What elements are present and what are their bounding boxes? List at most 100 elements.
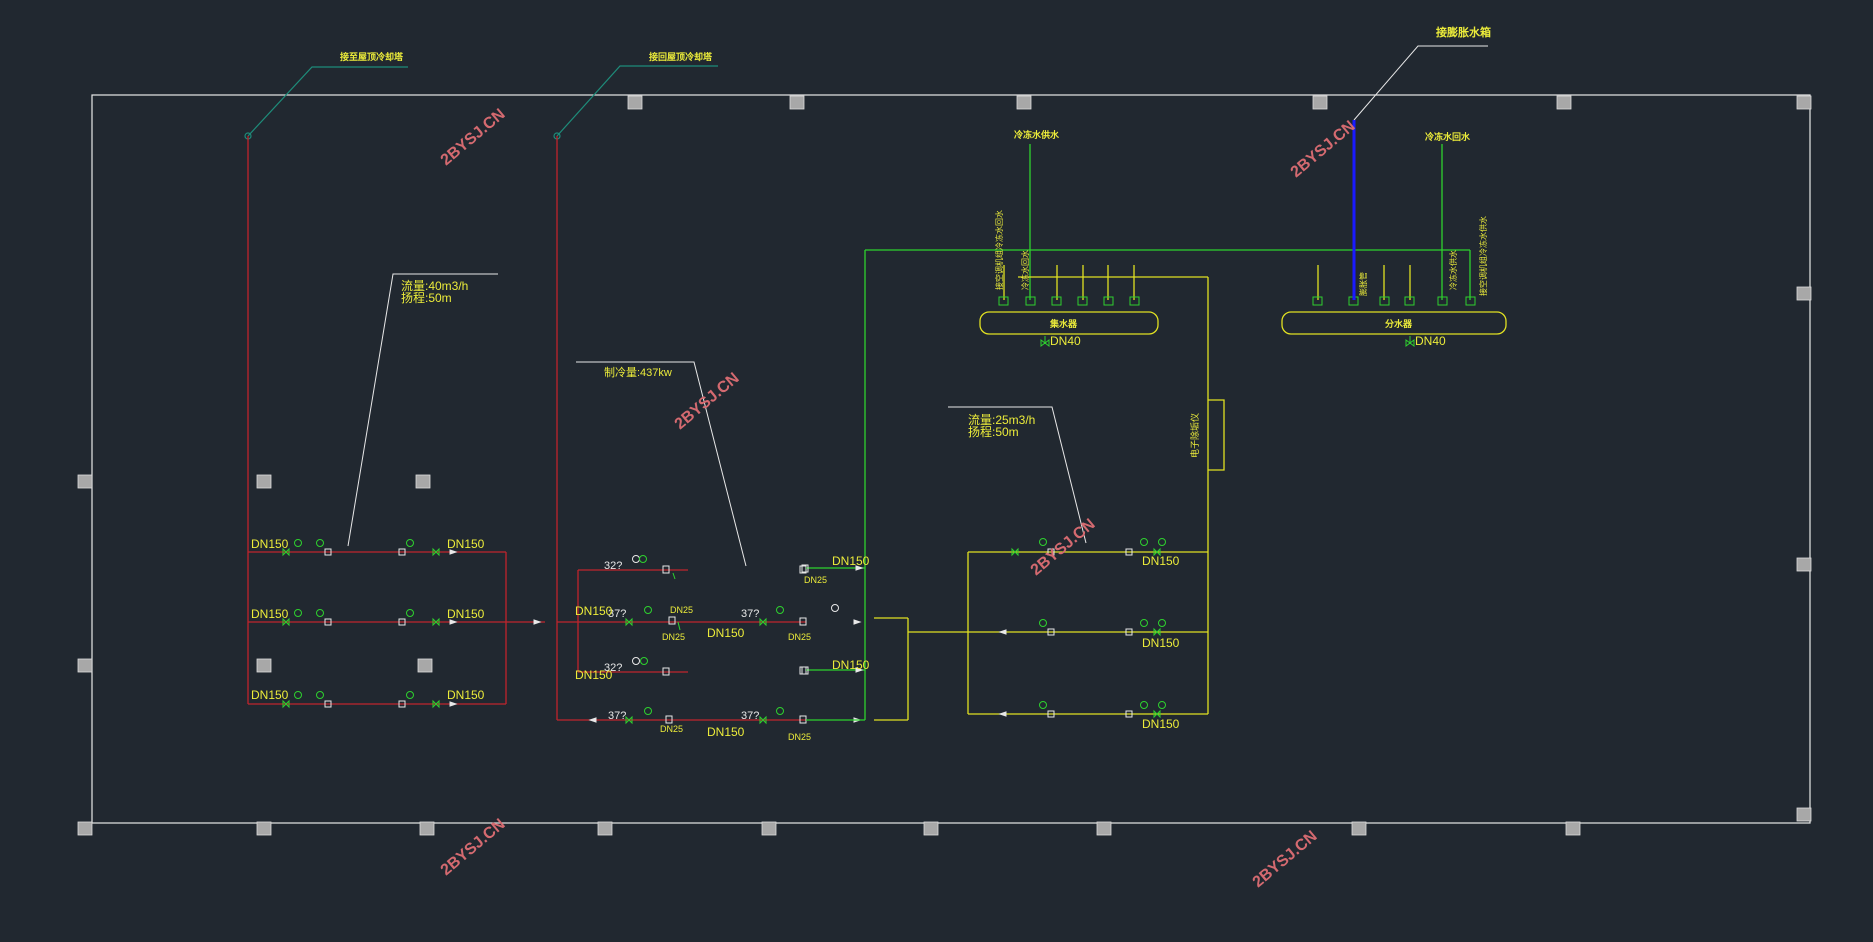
chiller-labels: 32? 37? 32? 37? 37? 37? (604, 560, 759, 722)
column (627, 95, 643, 110)
label-dn: DN25 (788, 732, 811, 742)
gauge-icon (644, 707, 652, 715)
gauge-icon (1158, 619, 1166, 627)
valve-body (801, 564, 809, 573)
column (1312, 95, 1328, 110)
column (789, 95, 805, 110)
supply-header (979, 311, 1159, 335)
label-dn40: DN40 (1415, 334, 1446, 348)
label-water-treatment: 电子除垢仪 (1189, 413, 1200, 458)
label-dn: DN150 (575, 604, 613, 618)
label-supply-to-ac: 冷冻水回水 (1425, 131, 1471, 142)
thermometer-icon (632, 555, 640, 563)
valve-body (1077, 296, 1088, 306)
label-dn: DN25 (662, 632, 685, 642)
column (1796, 286, 1812, 301)
column (256, 658, 272, 673)
watermark-text: 2BYSJ.CN (1288, 118, 1359, 181)
column (77, 474, 93, 489)
flow-arrow (588, 717, 597, 723)
flow-arrow (855, 667, 864, 673)
valve-body (662, 667, 670, 676)
pump-group-1-fittings (282, 539, 440, 709)
gauge-icon (316, 609, 324, 617)
pump-group-2-dn: DN150 DN150 DN150 (1142, 554, 1180, 731)
pump-body (1047, 548, 1055, 556)
valve-body (662, 565, 670, 574)
flow-arrow (449, 619, 458, 625)
valve-body (1051, 296, 1062, 306)
valve-icon (1153, 547, 1161, 557)
valve-body (1129, 296, 1140, 306)
gauge-icon (406, 691, 414, 699)
label-dn: DN150 (1142, 554, 1180, 568)
pump-body (324, 700, 332, 708)
valve-body (998, 296, 1009, 306)
column (597, 821, 613, 836)
pump-group-2-fittings (1011, 538, 1166, 719)
label-dn: DN150 (707, 626, 745, 640)
valve-icon (432, 617, 440, 627)
chiller-outlet-fittings (801, 564, 864, 675)
valve-icon (282, 699, 290, 709)
label-dn: DN150 (447, 688, 485, 702)
valve-body (1103, 296, 1114, 306)
drain-valve-icon (1405, 336, 1415, 347)
valve-icon (672, 572, 676, 580)
valve-body (799, 565, 807, 574)
column (419, 821, 435, 836)
label-pump2-flow: 流量:25m3/h (968, 413, 1035, 427)
gauge-icon (1039, 619, 1047, 627)
watermark-text: 2BYSJ.CN (438, 816, 509, 879)
label-temp: 37? (608, 608, 626, 620)
gauge-icon (1158, 701, 1166, 709)
label-dn: DN25 (788, 632, 811, 642)
valve-body (1404, 296, 1415, 306)
chiller-dn-labels: DN150 DN150 DN150 DN150 DN25 DN25 DN25 D… (575, 604, 811, 742)
valve-icon (677, 621, 681, 631)
valve-body (1379, 296, 1390, 306)
valve-icon (625, 715, 633, 725)
chilled-water-pipes (806, 144, 1471, 721)
valve-body (665, 715, 673, 724)
valve-body (1465, 296, 1476, 306)
label-chiller-capacity: 制冷量:437kw (604, 366, 672, 379)
label-roof-tower-2: 接回屋顶冷却塔 (649, 51, 713, 62)
column (1556, 95, 1572, 110)
column (77, 821, 93, 836)
column (256, 474, 272, 489)
label-dn: DN150 (1142, 636, 1180, 650)
valve-icon (759, 617, 767, 627)
flow-arrow (449, 549, 458, 555)
pump2-leader (948, 406, 1087, 544)
watermarks: 2BYSJ.CN 2BYSJ.CN 2BYSJ.CN 2BYSJ.CN 2BYS… (438, 106, 1359, 891)
flow-arrow (998, 711, 1007, 717)
valve-icon (625, 617, 633, 627)
pump-body (324, 618, 332, 626)
label-return-header: 分水器 (1385, 318, 1413, 329)
pump1-leader (347, 273, 498, 547)
flow-arrow (855, 565, 864, 571)
gauge-icon (406, 539, 414, 547)
valve-body (1025, 296, 1036, 306)
gauge-icon (316, 539, 324, 547)
label-temp: 32? (604, 662, 622, 674)
gauge-icon (644, 606, 652, 614)
label-dn: DN150 (447, 537, 485, 551)
flow-arrow (449, 701, 458, 707)
label-makeup-pipe: 膨胀管 (1358, 272, 1368, 296)
pipe (1208, 399, 1225, 471)
pump-group-2-white (998, 548, 1133, 718)
column (1796, 557, 1812, 572)
valve-body (1437, 296, 1448, 306)
valve-icon (282, 547, 290, 557)
column (761, 821, 777, 836)
label-makeup-tank: 接膨胀水箱 (1436, 25, 1491, 39)
label-dn: DN25 (804, 575, 827, 585)
gauge-icon (776, 707, 784, 715)
label-temp: 37? (608, 710, 626, 722)
valve-body (799, 666, 807, 675)
cooling-water-pipes (247, 136, 806, 721)
